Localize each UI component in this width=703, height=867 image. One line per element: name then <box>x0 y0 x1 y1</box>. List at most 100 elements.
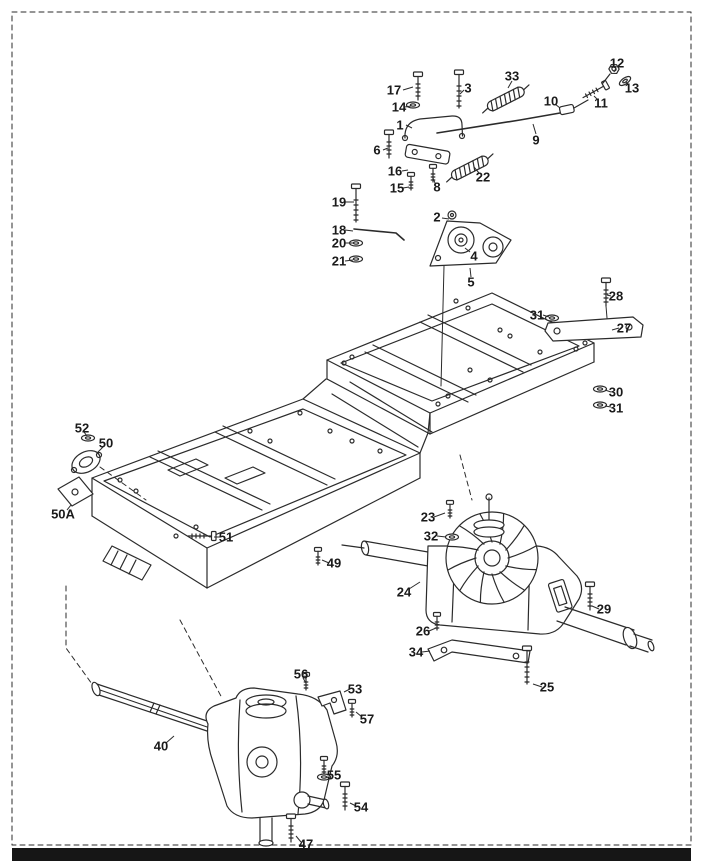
leader-line-29 <box>591 605 600 610</box>
bracket-27 <box>544 316 644 342</box>
bolt-23 <box>445 499 455 519</box>
idler-pulley-small <box>482 236 504 258</box>
leader-line-30 <box>604 389 612 393</box>
washer-14 <box>405 101 421 109</box>
leader-line-31 <box>542 314 550 318</box>
leader-line-50A <box>66 504 72 511</box>
part-label-50: 50 <box>99 436 113 451</box>
part-label-8: 8 <box>433 180 440 195</box>
leader-line-1 <box>405 124 413 129</box>
bracket-1 <box>404 115 464 139</box>
part-label-47: 47 <box>299 837 313 852</box>
part-label-32: 32 <box>424 529 438 544</box>
leader-line-47 <box>295 835 302 843</box>
part-label-55: 55 <box>327 768 341 783</box>
page-border <box>11 11 692 846</box>
flange-50A <box>57 476 94 507</box>
leader-line-3 <box>459 89 465 95</box>
part-label-33: 33 <box>505 69 519 84</box>
part-label-54: 54 <box>354 800 369 815</box>
leader-line-32 <box>436 535 447 538</box>
part-label-24: 24 <box>397 585 412 600</box>
leader-line-17 <box>402 86 414 91</box>
part-label-6: 6 <box>373 143 380 158</box>
leader-line-2 <box>441 217 450 220</box>
leader-line-33 <box>507 80 513 89</box>
leader-line-4 <box>464 247 471 253</box>
bolt-19 <box>350 183 362 223</box>
rod-9 <box>436 112 561 134</box>
part-label-10: 10 <box>544 94 558 109</box>
leader-line-12 <box>613 67 617 73</box>
washer-21 <box>348 255 364 263</box>
part-label-15: 15 <box>390 181 404 196</box>
leader-line-56 <box>302 677 307 684</box>
leader-line-40 <box>165 735 175 744</box>
part-label-12: 12 <box>610 56 624 71</box>
washer-32 <box>444 533 460 541</box>
part-label-34: 34 <box>409 645 424 660</box>
part-label-49: 49 <box>327 556 341 571</box>
bolt-29 <box>584 581 596 611</box>
rod-18 <box>353 228 405 241</box>
leader-line-18 <box>344 229 354 232</box>
leader-line-31 <box>604 405 612 408</box>
leader-line-14 <box>404 105 412 108</box>
part-label-50A: 50A <box>51 507 75 522</box>
bolt-6 <box>383 129 395 159</box>
leader-line-21 <box>344 259 354 262</box>
cooling-fan <box>445 511 539 605</box>
leader-line-24 <box>408 581 421 590</box>
bolt-49 <box>313 546 323 566</box>
bolt-3 <box>453 69 465 109</box>
part-label-20: 20 <box>332 236 346 251</box>
part-label-31: 31 <box>530 308 544 323</box>
leader-line-50 <box>96 446 104 454</box>
part-label-27: 27 <box>617 321 631 336</box>
part-label-11: 11 <box>594 96 608 111</box>
part-label-17: 17 <box>387 83 401 98</box>
leader-line-23 <box>433 512 446 518</box>
leader-line-10 <box>554 103 561 109</box>
part-label-4: 4 <box>470 249 478 264</box>
leader-line-6 <box>382 147 389 151</box>
rear-mount-hardware <box>544 277 644 409</box>
part-label-13: 13 <box>625 81 639 96</box>
ferrule-10 <box>558 103 575 116</box>
part-label-2: 2 <box>433 210 440 225</box>
footer-bar <box>12 848 691 861</box>
bolt-17 <box>412 71 424 101</box>
leader-line-11 <box>593 95 599 101</box>
idler-pulley-4 <box>447 226 475 254</box>
leader-line-54 <box>349 802 357 807</box>
part-label-25: 25 <box>540 680 554 695</box>
leader-line-34 <box>421 650 431 653</box>
spring-33 <box>478 81 533 117</box>
leader-line-28 <box>606 294 612 297</box>
leader-line-25 <box>532 683 543 688</box>
part-label-28: 28 <box>609 289 623 304</box>
leader-line-13 <box>625 81 630 86</box>
washer-31-top <box>544 314 560 322</box>
part-label-14: 14 <box>392 100 407 115</box>
frame-fasteners <box>187 530 323 566</box>
bolt-54 <box>339 781 351 811</box>
bracket-34 <box>427 639 531 664</box>
leader-line-22 <box>473 166 480 174</box>
part-label-53: 53 <box>348 682 362 697</box>
part-label-40: 40 <box>154 739 168 754</box>
leader-line-26 <box>428 627 437 632</box>
part-label-29: 29 <box>597 602 611 617</box>
bolt-47 <box>285 813 297 843</box>
leader-line-53 <box>343 688 351 693</box>
washer-30 <box>592 385 608 393</box>
part-label-23: 23 <box>421 510 435 525</box>
axle-bearing-assembly <box>57 434 147 507</box>
part-label-9: 9 <box>532 133 539 148</box>
leader-line-9 <box>532 123 537 135</box>
leader-line-8 <box>432 177 436 184</box>
part-label-3: 3 <box>464 81 471 96</box>
bearing-50 <box>70 450 103 474</box>
